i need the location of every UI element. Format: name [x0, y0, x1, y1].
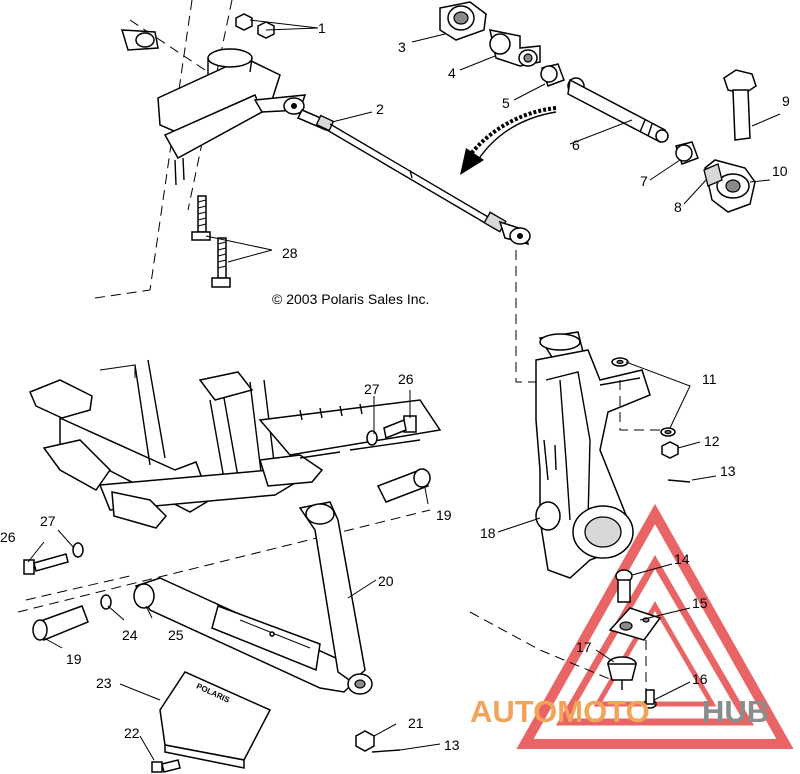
callout-27-b: 27: [40, 513, 56, 529]
callout-6: 6: [572, 137, 580, 153]
steering-column: [94, 0, 307, 299]
callout-9: 9: [782, 93, 790, 109]
callout-5: 5: [502, 95, 510, 111]
callout-19-b: 19: [66, 651, 82, 667]
ball-joint-17: [607, 656, 637, 690]
nut-12: [661, 441, 679, 459]
callout-11: 11: [702, 371, 717, 387]
callout-27-a: 27: [364, 381, 380, 397]
washer-24: [100, 594, 112, 610]
spindle-18: [535, 331, 651, 579]
callout-26-b: 26: [0, 529, 16, 545]
callout-20: 20: [378, 573, 394, 589]
bolt-28-b: [211, 237, 231, 288]
watermark-text: AUTOMOTO HUB: [470, 694, 769, 729]
callout-16: 16: [692, 671, 708, 687]
plate-15: [608, 607, 662, 641]
callout-28: 28: [282, 245, 298, 261]
callout-2: 2: [376, 101, 384, 117]
washer-27-a: [72, 542, 84, 558]
vehicle-frame: [29, 359, 442, 529]
bushing-19-lower: [32, 605, 89, 641]
bushing-7: [675, 141, 699, 165]
axis-dash-1: [17, 509, 431, 613]
callout-13-b: 13: [444, 737, 460, 753]
bolt-28-a: [191, 195, 211, 241]
rod-end-10: [703, 159, 756, 213]
callout-7: 7: [640, 173, 648, 189]
washer-11: [611, 357, 676, 437]
callout-21: 21: [408, 715, 424, 731]
watermark-hub: HUB: [702, 694, 769, 729]
callout-18: 18: [480, 525, 496, 541]
tie-rod-2: [283, 97, 531, 246]
direction-arrow: [460, 106, 557, 175]
callout-14: 14: [674, 551, 690, 567]
leader-lines: [27, 19, 781, 761]
bushing-5: [540, 63, 565, 87]
callout-26-a: 26: [398, 371, 414, 387]
bolt-14: [615, 569, 633, 603]
axis-dash-2: [25, 574, 135, 601]
cotter-pin-13-b: [371, 749, 401, 753]
callout-3: 3: [398, 39, 406, 55]
nut-1: [235, 13, 275, 39]
screw-16: [643, 640, 657, 709]
callout-22: 22: [124, 725, 140, 741]
shaft-6: [567, 77, 669, 144]
callout-15: 15: [692, 595, 708, 611]
cotter-pin-13-a: [667, 479, 691, 483]
axis-dash-3: [469, 611, 613, 681]
copyright-text: © 2003 Polaris Sales Inc.: [272, 291, 429, 307]
callout-4: 4: [448, 65, 456, 81]
nut-21: [355, 730, 375, 752]
connector-dash-1: [515, 250, 540, 383]
callout-1: 1: [318, 20, 326, 36]
callout-8: 8: [674, 199, 682, 215]
rod-end-3: [439, 1, 487, 41]
bushing-19-upper: [376, 468, 431, 503]
watermark-automoto: AUTOMOTO: [470, 694, 650, 729]
a-arm-20: [133, 501, 373, 695]
washer-27-b: [366, 430, 378, 446]
bolt-9: [723, 69, 757, 141]
callout-25: 25: [168, 627, 184, 643]
callout-24: 24: [122, 627, 138, 643]
callout-numbers: 1 2 3 4 5 6 7 8 9 10 11 12 13 13 14 15 1…: [0, 20, 790, 753]
skid-plate-23: POLARIS: [159, 671, 272, 769]
callout-10: 10: [772, 163, 788, 179]
pivot-block-4: [489, 29, 541, 67]
callout-17: 17: [576, 639, 592, 655]
callout-19-a: 19: [436, 507, 452, 523]
bolt-22: [151, 759, 181, 773]
callout-23: 23: [96, 675, 112, 691]
bolt-26-a: [23, 553, 69, 575]
callout-13-a: 13: [720, 463, 736, 479]
callout-12: 12: [704, 433, 720, 449]
